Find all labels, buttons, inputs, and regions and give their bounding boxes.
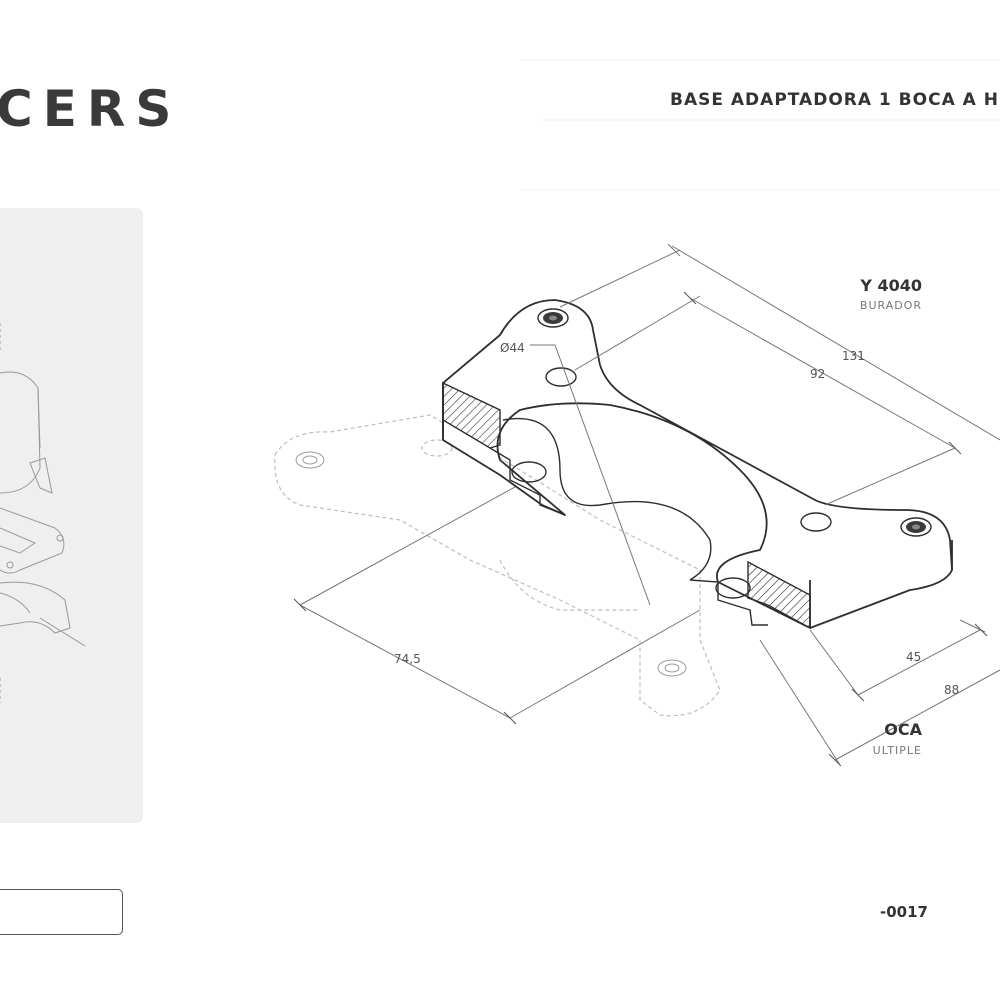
base-screw-bottom bbox=[657, 659, 687, 677]
dimension-ticks bbox=[293, 291, 988, 767]
panel-bottom-subtitle: ULTIPLE bbox=[872, 744, 922, 757]
product-code-box bbox=[0, 889, 123, 935]
dimension-lines bbox=[299, 243, 1000, 766]
product-panel bbox=[0, 208, 143, 823]
plate-screw-top bbox=[537, 308, 569, 328]
section-hatch-left bbox=[442, 381, 501, 449]
product-code: -0017 bbox=[880, 903, 928, 921]
dim-74-5: 74,5 bbox=[394, 652, 421, 666]
dim-88: 88 bbox=[944, 683, 959, 697]
panel-bottom-title: OCA bbox=[884, 720, 922, 739]
dim-diameter-44: Ø44 bbox=[500, 341, 525, 355]
base-screw-left bbox=[295, 451, 325, 469]
base-outline-dashed bbox=[274, 414, 721, 717]
section-step-left bbox=[489, 447, 566, 516]
brand-logo: CERS bbox=[0, 80, 182, 138]
page-title: BASE ADAPTADORA 1 BOCA A H bbox=[670, 90, 999, 110]
panel-illustration bbox=[0, 323, 86, 703]
dim-131: 131 bbox=[842, 349, 865, 363]
section-step-right bbox=[689, 579, 768, 626]
plate-screw-right bbox=[900, 517, 932, 537]
plate-hole-small-right bbox=[800, 512, 832, 532]
plate-hole-small-left bbox=[545, 367, 577, 387]
panel-top-subtitle: BURADOR bbox=[859, 299, 922, 312]
dim-92: 92 bbox=[810, 367, 825, 381]
main-bore bbox=[502, 417, 751, 599]
panel-top-title: Y 4040 bbox=[860, 276, 922, 295]
dim-45: 45 bbox=[906, 650, 921, 664]
